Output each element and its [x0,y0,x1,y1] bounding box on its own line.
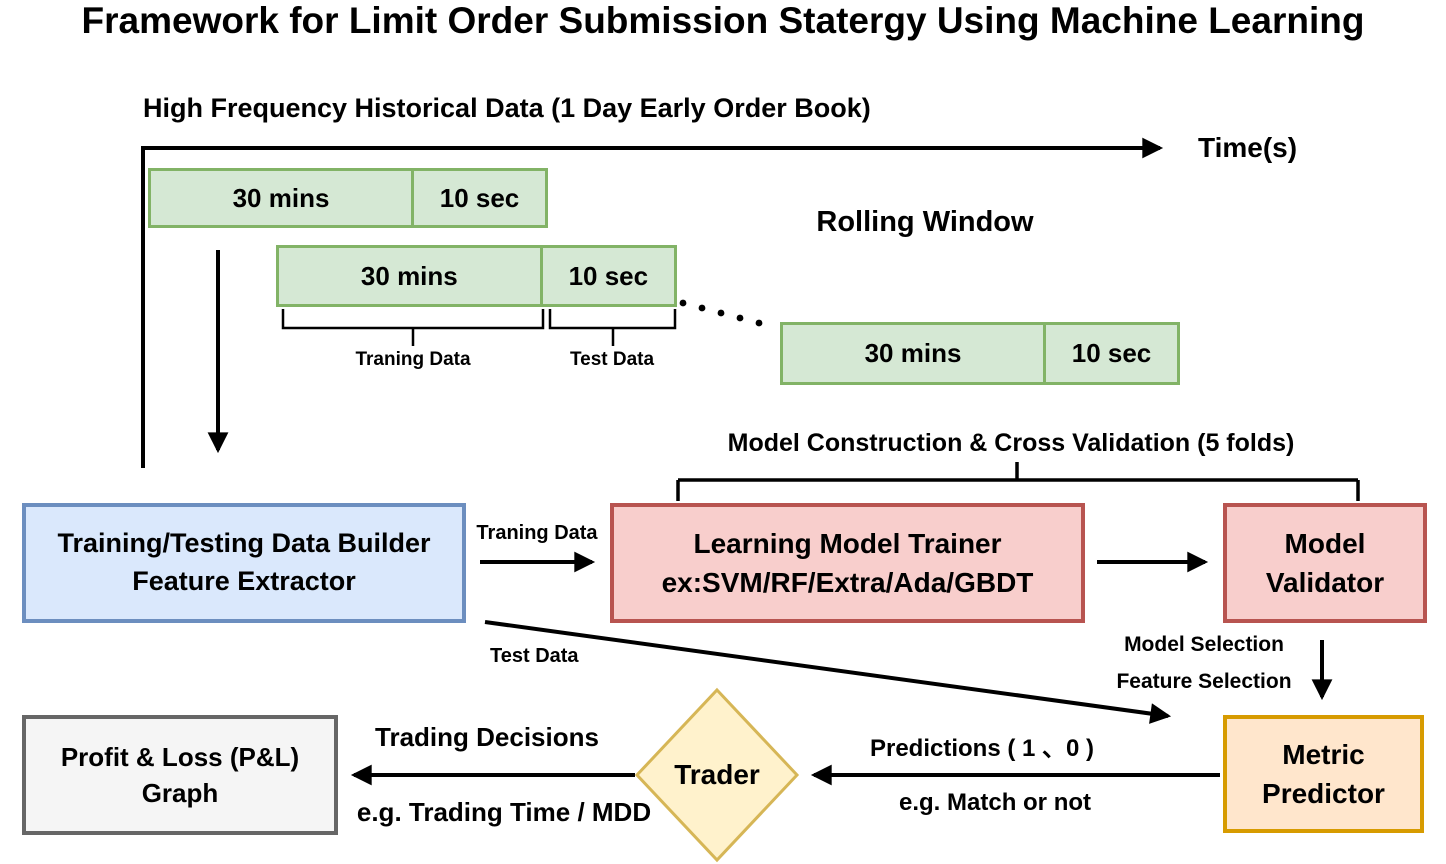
model-validator-line2: Validator [1265,567,1385,598]
trader-label: Trader [674,759,760,790]
node-model-trainer: Learning Model Trainer ex:SVM/RF/Extra/A… [610,503,1085,623]
window-2-test-segment: 10 sec [568,260,649,291]
model-construction-label: Model Construction & Cross Validation (5… [727,429,1295,457]
node-metric-predictor: Metric Predictor [1223,715,1424,833]
trader-diamond-shape [634,687,800,863]
node-pnl-graph: Profit & Loss (P&L) Graph [22,715,338,835]
builder-to-predictor-test-data-arrow [484,620,1172,724]
rolling-window-ellipsis-dots [679,299,763,327]
edge-label-trading-decisions: Trading Decisions [375,722,599,752]
historical-data-label: High Frequency Historical Data (1 Day Ea… [143,93,871,123]
window-2-train-segment: 30 mins [279,248,543,304]
window-3-test-segment: 10 sec [1071,338,1152,368]
window-1-test-segment: 10 sec [439,182,520,213]
window-bar-2: 30 mins 10 sec [276,245,677,307]
edge-label-predictions: Predictions ( 1 、0 ) [869,735,1095,762]
pnl-line1: Profit & Loss (P&L) [60,741,300,772]
test-data-brace [548,309,677,346]
edge-label-feature-selection: Feature Selection [1116,670,1292,693]
edge-label-trading-time-mdd: e.g. Trading Time / MDD [356,797,652,827]
test-data-brace-label: Test Data [569,349,655,370]
training-data-brace [281,309,545,346]
window-1-train-segment: 30 mins [151,171,415,225]
time-axis-label: Time(s) [1198,132,1298,163]
metric-predictor-line2: Predictor [1262,778,1385,809]
edge-label-test-data: Test Data [490,645,579,667]
edge-label-model-selection: Model Selection [1124,633,1284,656]
edge-label-match-or-not: e.g. Match or not [899,789,1091,816]
window-3-train-segment: 30 mins [783,325,1047,382]
window-bar-1: 30 mins 10 sec [148,168,548,228]
diagram-title: Framework for Limit Order Submission Sta… [81,0,1365,41]
pnl-line2: Graph [141,778,219,808]
data-builder-line1: Training/Testing Data Builder [57,528,431,559]
node-data-builder: Training/Testing Data Builder Feature Ex… [22,503,466,623]
model-trainer-line1: Learning Model Trainer [693,527,1002,559]
traning-data-brace-label: Traning Data [355,349,471,370]
window-bar-3: 30 mins 10 sec [780,322,1180,385]
edge-label-traning-data: Traning Data [476,522,598,544]
model-trainer-line2: ex:SVM/RF/Extra/Ada/GBDT [661,567,1034,598]
metric-predictor-line1: Metric [1282,738,1365,770]
model-validator-line1: Model [1284,527,1366,559]
rolling-window-label: Rolling Window [816,206,1034,238]
data-builder-line2: Feature Extractor [132,566,356,596]
node-model-validator: Model Validator [1223,503,1427,623]
model-construction-bracket [676,462,1360,501]
